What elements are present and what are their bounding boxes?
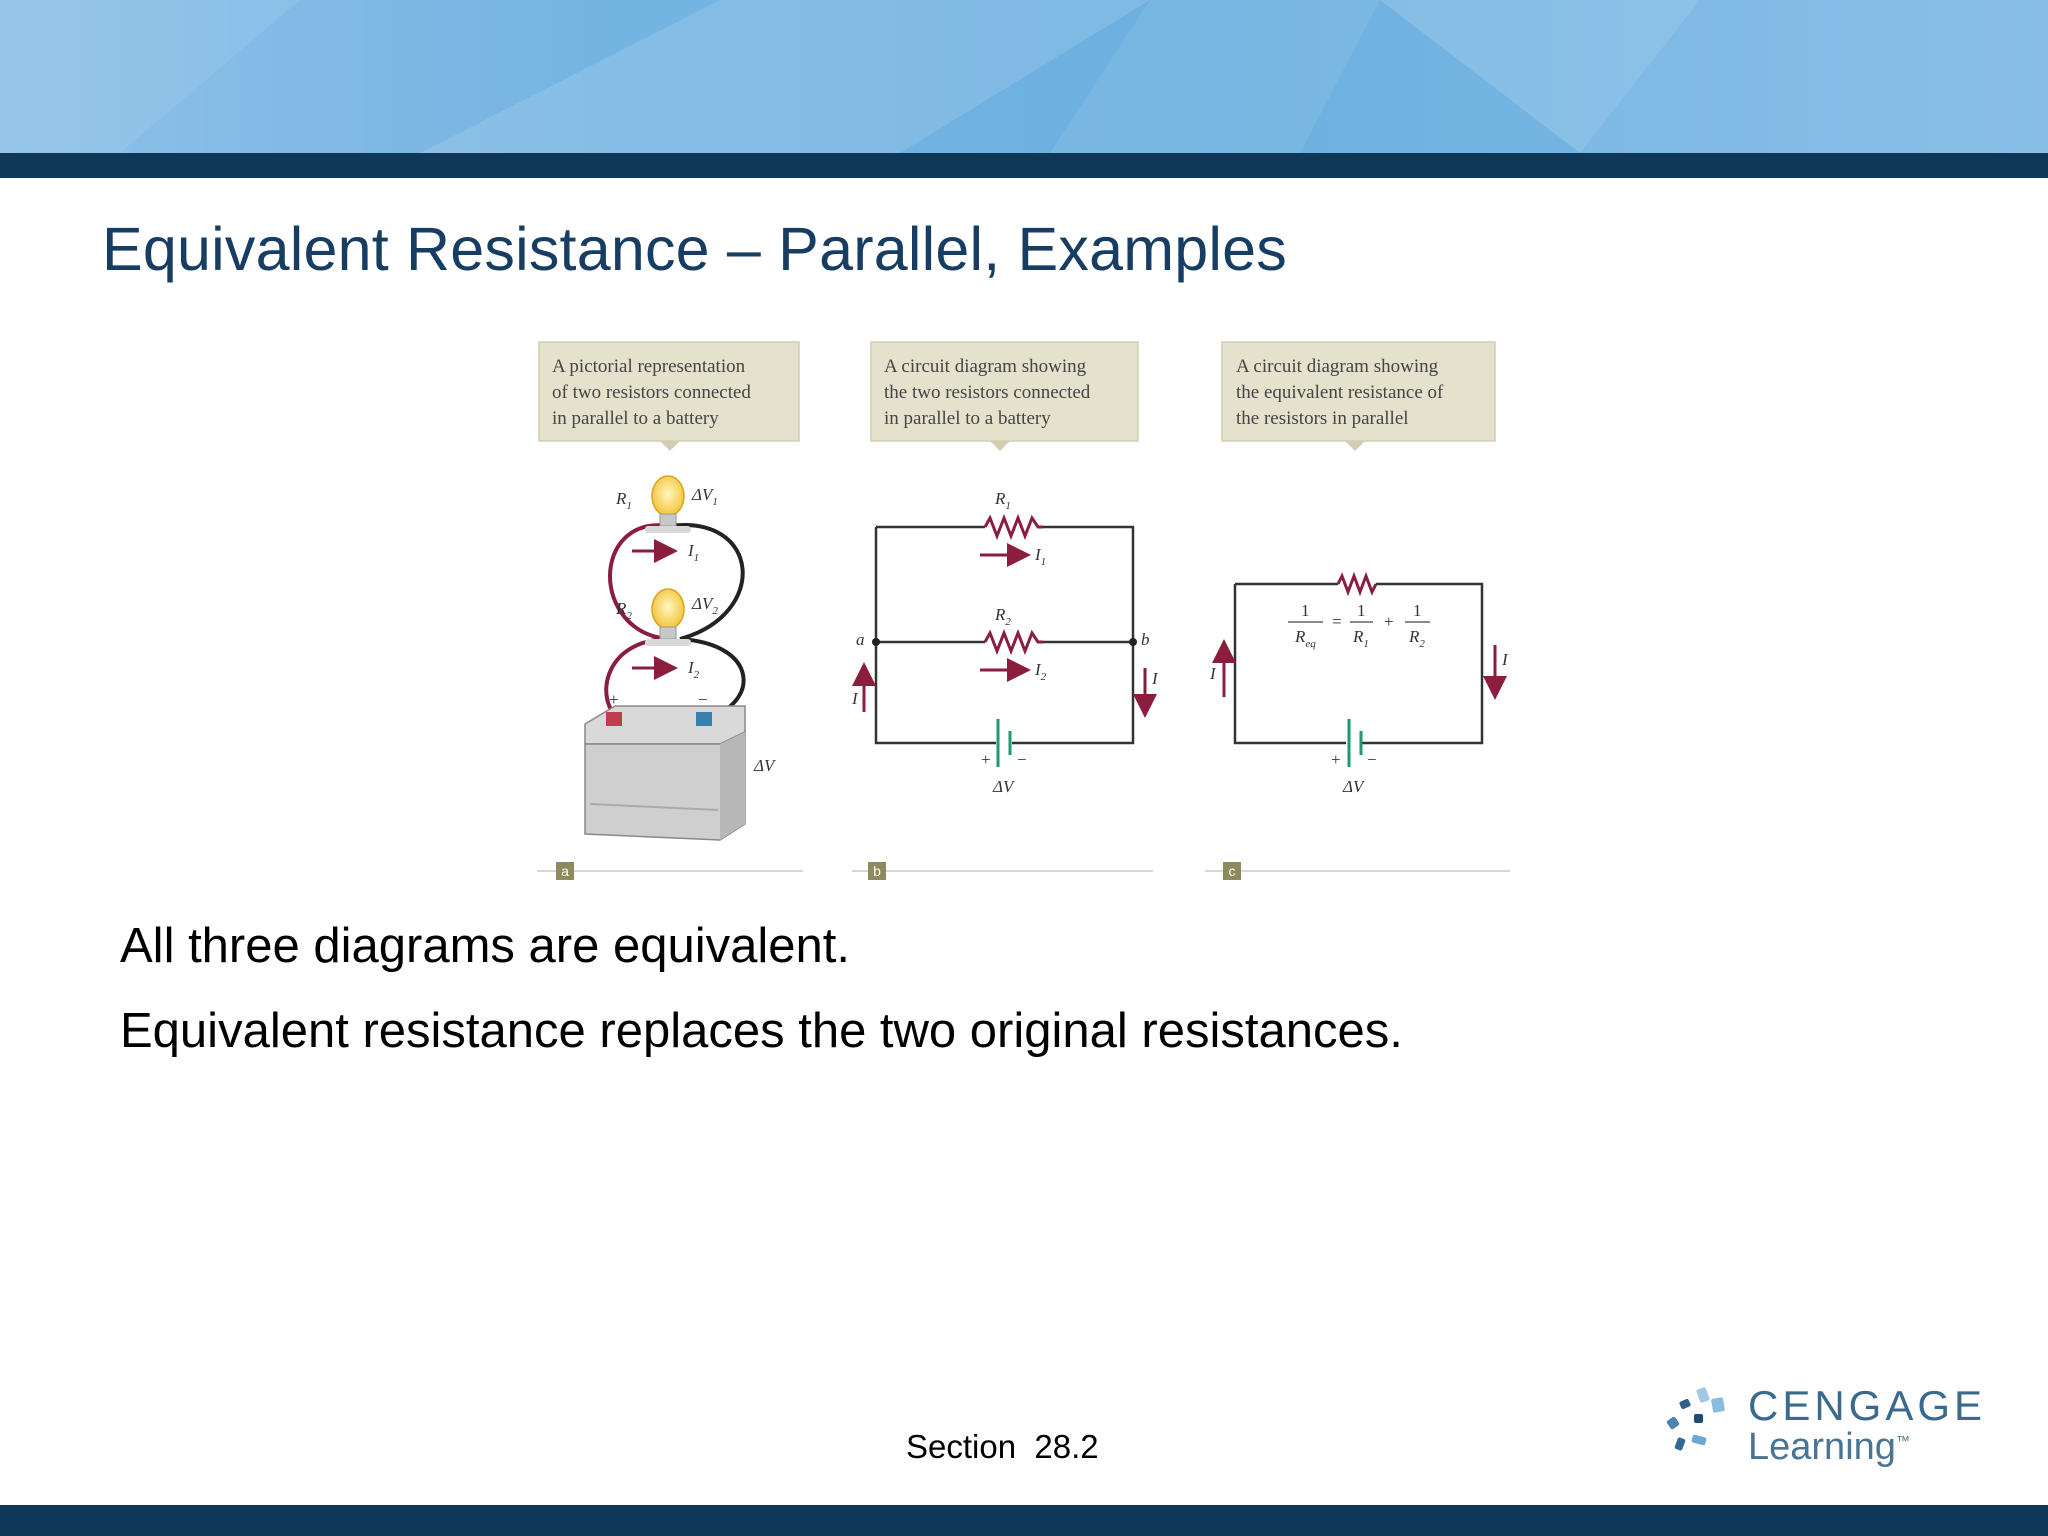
body-text-line-2: Equivalent resistance replaces the two o… — [120, 1004, 1403, 1058]
label-a-dv2: ΔV2 — [691, 594, 718, 617]
label-b-i-right: I — [1151, 669, 1159, 688]
label-b-node-a: a — [856, 630, 865, 649]
label-b-r1: R1 — [994, 489, 1011, 512]
label-b-i-left: I — [851, 689, 859, 708]
section-label: Section 28.2 — [906, 1428, 1099, 1465]
tag-a-label: a — [561, 863, 569, 879]
label-a-i1: I1 — [687, 541, 699, 564]
logo-word-cengage: CENGAGE — [1748, 1382, 1987, 1429]
label-b-minus: − — [1017, 750, 1027, 769]
node-b-dot — [1129, 638, 1137, 646]
callout-a-line-1: A pictorial representation — [552, 356, 746, 377]
callout-a-line-2: of two resistors connected — [552, 382, 751, 403]
callout-b-line-3: in parallel to a battery — [884, 408, 1051, 429]
tag-c-label: c — [1229, 863, 1236, 879]
circuit-figure: A pictorial representation of two resist… — [537, 341, 1510, 880]
node-a-dot — [872, 638, 880, 646]
circuit-b-wires — [874, 525, 1135, 745]
callout-a-line-3: in parallel to a battery — [552, 408, 719, 429]
callout-c-line-1: A circuit diagram showing — [1236, 356, 1439, 377]
slide-title: Equivalent Resistance – Parallel, Exampl… — [102, 215, 1287, 283]
label-c-equals: = — [1332, 612, 1342, 631]
label-c-r2: R2 — [1408, 627, 1425, 650]
battery-c-icon — [1347, 719, 1363, 767]
label-a-dv: ΔV — [753, 756, 777, 775]
label-b-node-b: b — [1141, 630, 1150, 649]
tag-c: c — [1205, 862, 1510, 880]
resistor-c-req-icon — [1336, 571, 1378, 597]
label-c-i-left: I — [1209, 664, 1217, 683]
bulb-1-icon — [645, 475, 691, 533]
tag-b-label: b — [873, 863, 881, 879]
label-c-i-right: I — [1501, 650, 1509, 669]
tag-a: a — [537, 862, 803, 880]
label-c-plus-sign: + — [1384, 612, 1394, 631]
label-a-minus: − — [698, 690, 708, 709]
bulb-2-icon — [645, 588, 691, 646]
label-b-i1: I1 — [1034, 545, 1046, 568]
label-c-req: Req — [1294, 627, 1316, 650]
label-b-plus: + — [981, 750, 991, 769]
label-a-dv1: ΔV1 — [691, 485, 718, 508]
label-b-r2: R2 — [994, 605, 1011, 628]
cengage-learning-logo: CENGAGE Learning™ — [1660, 1378, 1982, 1474]
panel-a: A pictorial representation of two resist… — [537, 341, 803, 880]
logo-trademark: ™ — [1895, 1432, 1910, 1449]
callout-b-line-2: the two resistors connected — [884, 382, 1091, 403]
logo-word-learning: Learning™ — [1748, 1426, 1910, 1469]
label-c-one-3: 1 — [1413, 601, 1422, 620]
label-a-i2: I2 — [687, 658, 700, 681]
label-c-minus: − — [1367, 750, 1377, 769]
cengage-logo-mark-icon — [1666, 1387, 1725, 1451]
panel-c: A circuit diagram showing the equivalent… — [1205, 341, 1510, 880]
footer-stripe — [0, 1505, 2048, 1536]
callout-c-line-2: the equivalent resistance of — [1236, 382, 1444, 403]
header-stripe — [0, 153, 2048, 178]
label-c-r1: R1 — [1352, 627, 1369, 650]
callout-c: A circuit diagram showing the equivalent… — [1221, 341, 1496, 451]
tag-b: b — [852, 862, 1153, 880]
panel-b: A circuit diagram showing the two resist… — [852, 341, 1157, 880]
resistor-b-r2-icon — [983, 628, 1043, 656]
resistor-b-r1-icon — [983, 513, 1043, 541]
label-a-r1: R1 — [615, 489, 632, 512]
label-c-plus: + — [1331, 750, 1341, 769]
label-b-i2: I2 — [1034, 660, 1047, 683]
logo-word-learning-text: Learning — [1748, 1426, 1896, 1468]
label-c-one-1: 1 — [1301, 601, 1310, 620]
body-text-line-1: All three diagrams are equivalent. — [120, 919, 850, 973]
label-a-r2: R2 — [615, 599, 632, 622]
callout-b-line-1: A circuit diagram showing — [884, 356, 1087, 377]
label-a-plus: + — [609, 690, 619, 709]
battery-b-icon — [996, 719, 1012, 767]
battery-icon — [584, 705, 746, 841]
circuit-c-wires — [1233, 582, 1484, 745]
header-pattern — [0, 0, 2048, 153]
callout-c-line-3: the resistors in parallel — [1236, 408, 1409, 429]
label-b-dv: ΔV — [992, 777, 1016, 796]
label-c-dv: ΔV — [1342, 777, 1366, 796]
header-banner — [0, 0, 2048, 153]
callout-a: A pictorial representation of two resist… — [538, 341, 800, 451]
label-c-one-2: 1 — [1357, 601, 1366, 620]
callout-b: A circuit diagram showing the two resist… — [870, 341, 1139, 451]
